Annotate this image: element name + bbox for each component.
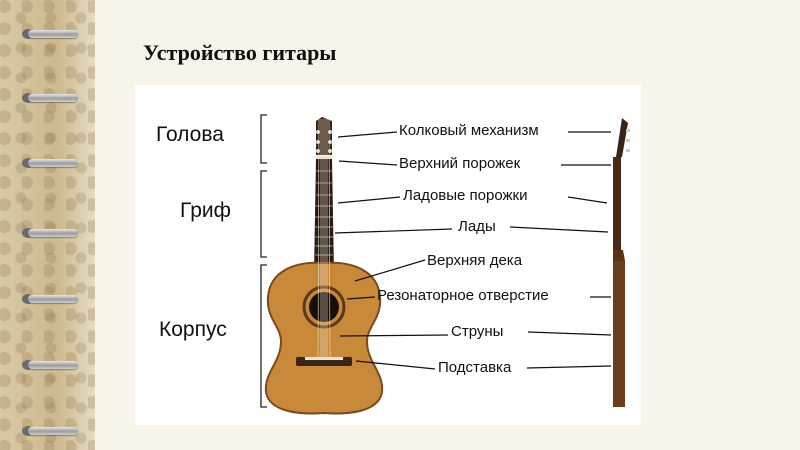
part-label-fret-spaces: Лады <box>458 218 496 235</box>
side-neck <box>613 157 621 255</box>
sound-hole <box>309 292 339 322</box>
section-label-body: Корпус <box>159 318 227 341</box>
binding-ring <box>14 358 80 372</box>
part-label-sound-hole: Резонаторное отверстие <box>377 287 549 304</box>
notebook-binding <box>0 0 95 450</box>
rosette <box>302 285 346 329</box>
binding-ring <box>14 226 80 240</box>
part-label-top-nut: Верхний порожек <box>399 155 521 172</box>
part-label-frets: Ладовые порожки <box>403 187 528 204</box>
guitar-diagram-svg <box>260 114 630 415</box>
section-label-neck: Гриф <box>180 199 231 222</box>
binding-ring <box>14 156 80 170</box>
top-nut <box>315 156 333 159</box>
headstock <box>316 117 332 155</box>
guitar-side-illustration <box>613 118 630 407</box>
binding-ring <box>14 292 80 306</box>
part-label-bridge: Подставка <box>438 359 512 376</box>
guitar-body-top <box>264 261 384 415</box>
fretboard <box>314 159 334 273</box>
head-bracket <box>260 114 267 164</box>
leader-lines <box>334 131 612 370</box>
binding-ring <box>14 91 80 105</box>
guitar-diagram: Голова Гриф Корпус Колковый механизм Вер… <box>135 85 641 425</box>
body-bracket <box>260 264 267 408</box>
binding-ring <box>14 27 80 41</box>
section-label-head: Голова <box>156 123 224 146</box>
neck-bracket <box>260 170 267 258</box>
part-label-tuning-machine: Колковый механизм <box>399 122 539 139</box>
guitar-front-illustration <box>264 117 384 415</box>
part-label-strings: Струны <box>451 323 504 340</box>
part-label-soundboard: Верхняя дека <box>427 252 523 269</box>
side-headstock <box>616 118 628 157</box>
binding-ring <box>14 424 80 438</box>
slide-title: Устройство гитары <box>143 40 337 65</box>
